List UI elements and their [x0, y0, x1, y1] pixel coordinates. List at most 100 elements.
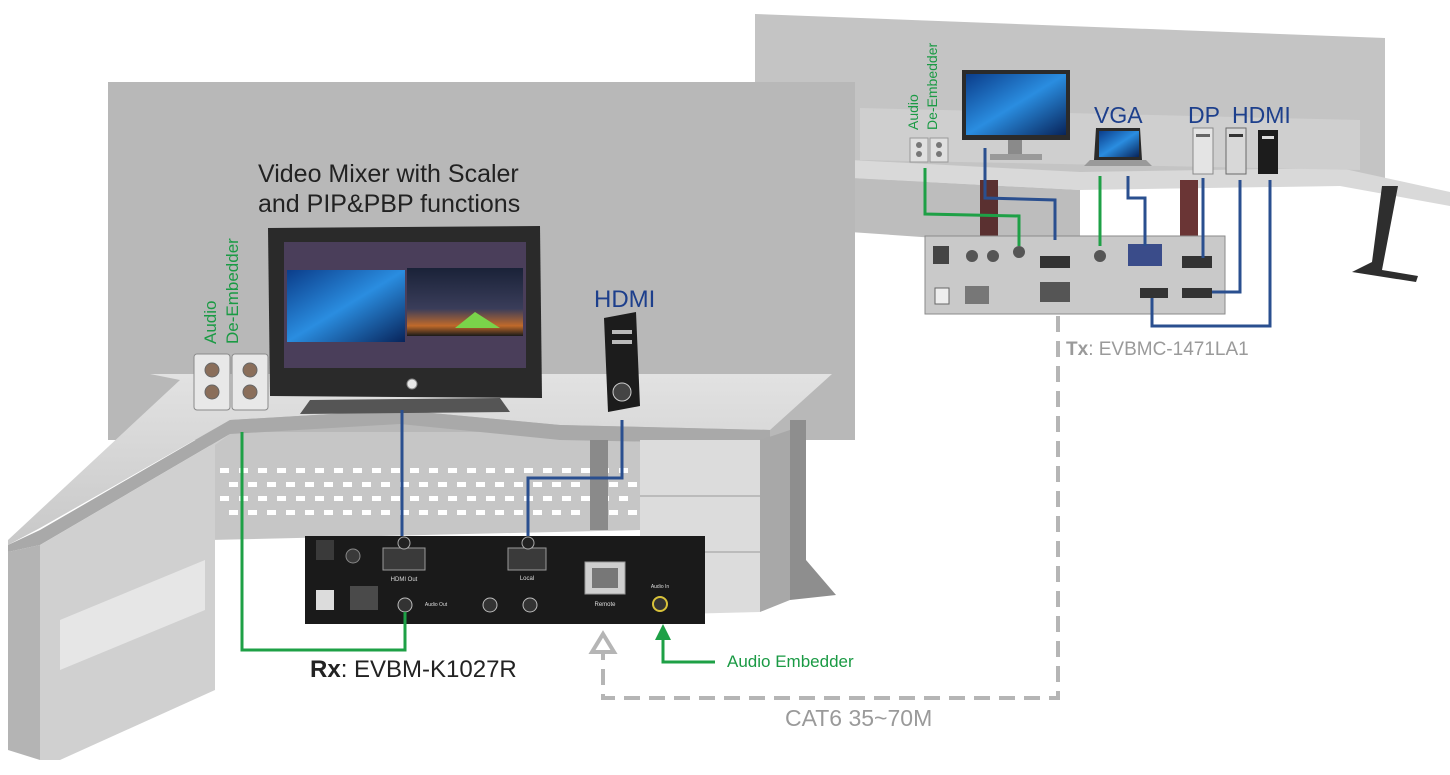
panel-hole — [448, 468, 457, 473]
tx-dp-label: DP — [1188, 102, 1220, 128]
panel-hole — [419, 482, 428, 487]
tx-pc-dp — [1192, 127, 1214, 175]
panel-hole — [267, 510, 276, 515]
rx-desk-top — [8, 374, 832, 545]
panel-hole — [552, 482, 561, 487]
tx-audio-label-line1: Audio — [905, 94, 921, 130]
rx-model: : EVBM-K1027R — [340, 656, 517, 683]
panel-hole — [438, 510, 447, 515]
panel-hole — [286, 482, 295, 487]
tx-vga-label: VGA — [1094, 102, 1143, 128]
panel-hole — [324, 482, 333, 487]
panel-hole — [410, 496, 419, 501]
panel-hole — [220, 468, 229, 473]
tx-model: : EVBMC-1471LA1 — [1088, 339, 1249, 360]
panel-hole — [429, 468, 438, 473]
panel-hole — [400, 482, 409, 487]
panel-hole — [543, 496, 552, 501]
panel-hole — [296, 496, 305, 501]
rx-desk-return-shelf — [60, 560, 205, 670]
panel-hole — [362, 510, 371, 515]
panel-hole — [343, 510, 352, 515]
cat6-cable-line — [601, 316, 1060, 700]
video-lines — [400, 148, 1272, 536]
panel-hole — [277, 496, 286, 501]
tx-pc-hdmi-2 — [1258, 130, 1278, 174]
panel-hole — [296, 468, 305, 473]
panel-hole — [277, 468, 286, 473]
panel-hole — [419, 510, 428, 515]
panel-hole — [505, 468, 514, 473]
tx-hdmi-label: HDMI — [1232, 102, 1291, 128]
audio-embedder-label: Audio Embedder — [727, 652, 854, 671]
panel-hole — [343, 482, 352, 487]
rx-mixer-monitor — [268, 226, 542, 414]
panel-hole — [628, 482, 637, 487]
mixer-title-line1: Video Mixer with Scaler — [258, 160, 519, 188]
panel-hole — [505, 496, 514, 501]
panel-hole — [486, 468, 495, 473]
rx-panel-remote: Remote — [594, 602, 616, 608]
rx-audio-label-line1: Audio — [201, 300, 220, 344]
rx-pc-tower — [604, 312, 640, 412]
rx-desk-edge — [8, 410, 770, 552]
rx-scene: HDMI Out Local Remote Audio In Audio Out — [8, 82, 855, 760]
panel-hole — [552, 510, 561, 515]
tx-monitor — [962, 70, 1070, 160]
tx-audio-label-line2: De-Embedder — [924, 42, 940, 130]
panel-hole — [429, 496, 438, 501]
panel-hole — [514, 510, 523, 515]
panel-hole — [229, 482, 238, 487]
panel-hole — [571, 510, 580, 515]
rx-device: HDMI Out Local Remote Audio In Audio Out — [305, 536, 705, 624]
panel-hole — [353, 468, 362, 473]
tx-desk-leg-3 — [1352, 186, 1418, 282]
panel-hole — [533, 482, 542, 487]
panel-hole — [609, 482, 618, 487]
tx-monitor-line — [983, 148, 1057, 240]
panel-hole — [334, 468, 343, 473]
panel-hole — [305, 482, 314, 487]
rx-desk-return-side — [8, 545, 40, 760]
tx-device — [924, 235, 1226, 315]
panel-hole — [391, 468, 400, 473]
audio-embedder-line — [661, 634, 715, 664]
rx-model-label: Rx: EVBM-K1027R — [310, 656, 517, 684]
panel-hole — [381, 510, 390, 515]
panel-hole — [248, 482, 257, 487]
panel-hole — [524, 468, 533, 473]
panel-hole — [258, 468, 267, 473]
panel-hole — [543, 468, 552, 473]
rx-panel-hdmi-out: HDMI Out — [391, 577, 418, 583]
panel-hole — [391, 496, 400, 501]
tx-prefix: Tx — [1066, 339, 1089, 360]
rx-prefix: Rx — [310, 656, 341, 683]
rx-pc-to-local-input — [526, 420, 624, 536]
rx-hdmi-label: HDMI — [594, 286, 656, 313]
panel-hole — [609, 510, 618, 515]
panel-hole — [467, 496, 476, 501]
panel-hole — [457, 510, 466, 515]
panel-hole — [533, 510, 542, 515]
panel-hole — [381, 482, 390, 487]
audio-embedder-arrow — [655, 624, 671, 640]
tx-speakers — [909, 137, 949, 163]
panel-hole — [372, 468, 381, 473]
rx-speakers — [193, 353, 269, 411]
panel-hole — [248, 510, 257, 515]
audio-lines — [240, 168, 1102, 664]
tx-scene — [755, 14, 1450, 315]
panel-hole — [305, 510, 314, 515]
tx-desk-front — [850, 178, 1080, 248]
panel-hole — [334, 496, 343, 501]
rx-panel-audio-in: Audio In — [651, 584, 670, 590]
panel-hole — [581, 496, 590, 501]
tx-desk-top — [850, 160, 1450, 206]
panel-hole — [457, 482, 466, 487]
panel-hole — [467, 468, 476, 473]
panel-hole — [619, 496, 628, 501]
panel-hole — [362, 482, 371, 487]
panel-hole — [495, 482, 504, 487]
tx-vga-line — [1126, 176, 1147, 246]
